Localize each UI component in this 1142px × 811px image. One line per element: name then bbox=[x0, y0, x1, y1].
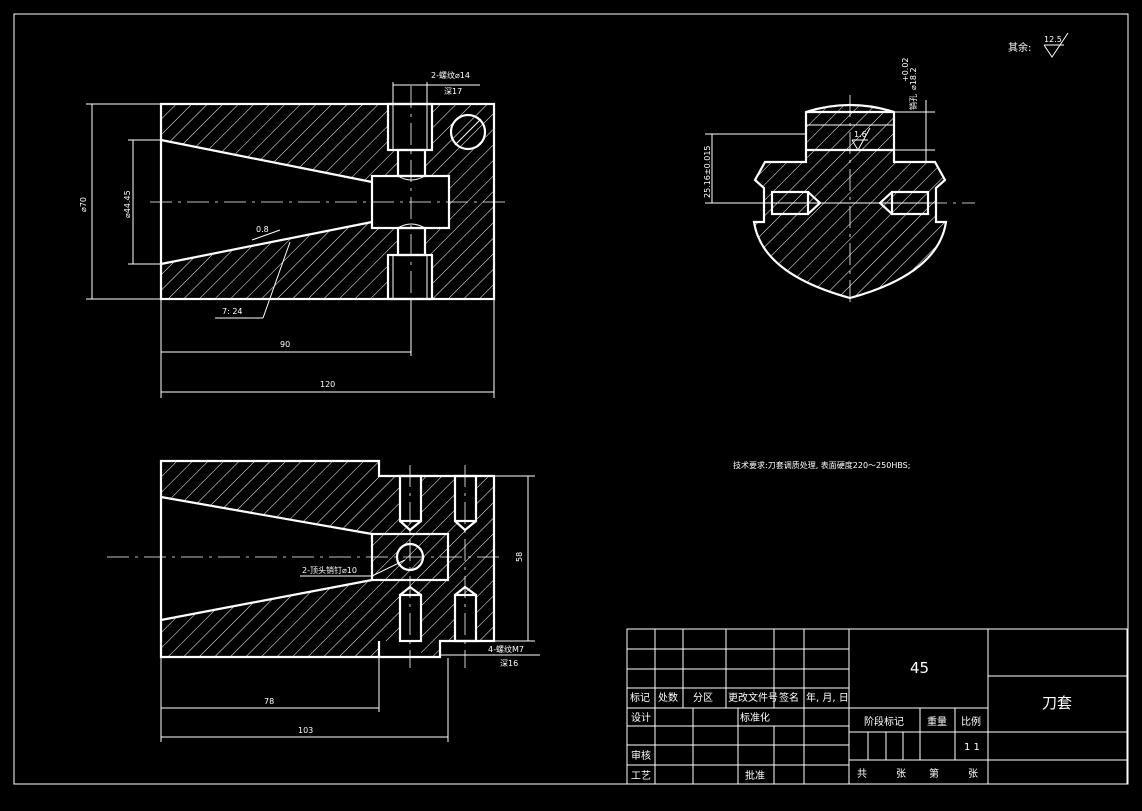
label-approve: 批准 bbox=[745, 769, 765, 782]
label-sheets-2: 张 bbox=[968, 768, 978, 780]
label-weight: 重量 bbox=[927, 715, 947, 728]
dim-key-prefix: 销孔 bbox=[908, 94, 918, 110]
surface-note-value: 12.5 bbox=[1044, 35, 1062, 44]
front-view: 90 120 ⌀70 ⌀44.45 7: 24 0.8 2-螺纹⌀14 深17 bbox=[79, 70, 505, 398]
roughness-1-6: 1.6 bbox=[854, 130, 867, 139]
rev-header-1: 处数 bbox=[658, 691, 678, 704]
dim-key-size: ⌀18.2 bbox=[909, 67, 918, 90]
dim-120: 120 bbox=[320, 380, 335, 389]
label-review: 审核 bbox=[631, 749, 651, 762]
material: 45 bbox=[910, 659, 929, 677]
label-process: 工艺 bbox=[631, 770, 651, 782]
dim-58: 58 bbox=[515, 552, 524, 562]
roughness-0-8: 0.8 bbox=[256, 225, 269, 234]
side-body-hatch bbox=[754, 105, 946, 298]
rev-header-0: 标记 bbox=[630, 692, 650, 704]
dim-25-16: 25.16±0.015 bbox=[703, 145, 712, 198]
thread-callout-m14: 2-螺纹⌀14 bbox=[431, 70, 470, 80]
thread-callout-m7: 4-螺纹M7 bbox=[488, 644, 524, 654]
rev-header-4: 签名 bbox=[779, 691, 799, 704]
label-stage-mark: 阶段标记 bbox=[864, 715, 904, 728]
label-design: 设计 bbox=[631, 711, 651, 724]
label-sheets: 张 bbox=[896, 768, 906, 780]
drawing-border bbox=[13, 13, 1129, 785]
thread-depth-17: 深17 bbox=[444, 87, 462, 96]
tech-requirements: 技术要求:刀套调质处理, 表面硬度220～250HBS; bbox=[733, 460, 910, 470]
front-body-hatch bbox=[161, 104, 494, 299]
surface-note-label: 其余: bbox=[1008, 41, 1031, 54]
rev-header-2: 分区 bbox=[693, 692, 713, 704]
label-total: 共 bbox=[857, 768, 867, 780]
bottom-body-hatch bbox=[161, 461, 494, 657]
thread-depth-16: 深16 bbox=[500, 659, 518, 668]
bottom-view: 78 103 58 2-顶头销钉⌀10 4-螺纹M7 深16 bbox=[107, 459, 540, 742]
dim-dia70: ⌀70 bbox=[79, 197, 88, 212]
dim-78: 78 bbox=[264, 697, 274, 706]
dim-key-tol: +0.02 bbox=[901, 57, 910, 82]
label-sheet-no: 第 bbox=[929, 767, 939, 780]
dim-dia44: ⌀44.45 bbox=[123, 190, 132, 218]
rev-header-3: 更改文件号 bbox=[728, 691, 778, 704]
dim-103: 103 bbox=[298, 726, 313, 735]
scale-value: 1 1 bbox=[964, 742, 980, 753]
surface-roughness-note: 其余: 12.5 bbox=[1008, 32, 1069, 58]
pin-callout: 2-顶头销钉⌀10 bbox=[302, 565, 357, 575]
dim-taper-ratio: 7: 24 bbox=[222, 307, 243, 316]
label-standardize: 标准化 bbox=[740, 711, 770, 724]
title-block: 标记 处数 分区 更改文件号 签名 年, 月, 日 设计 标准化 审核 工艺 批… bbox=[626, 628, 1128, 785]
part-name: 刀套 bbox=[1042, 694, 1072, 712]
label-scale: 比例 bbox=[961, 715, 981, 728]
dim-90: 90 bbox=[280, 340, 290, 349]
rev-header-5: 年, 月, 日 bbox=[806, 691, 849, 704]
side-view: 25.16±0.015 销孔 ⌀18.2 +0.02 1.6 bbox=[703, 57, 975, 306]
